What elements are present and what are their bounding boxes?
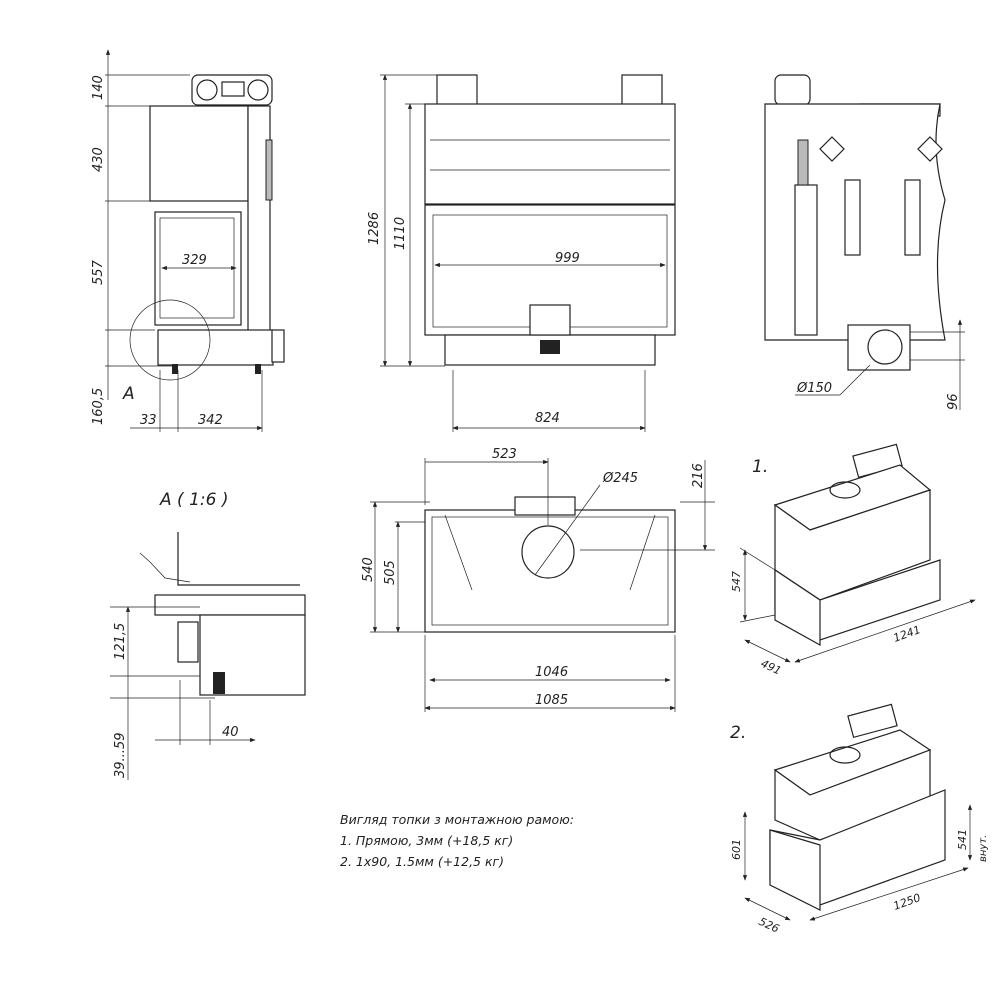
dim-121-5: 121,5	[113, 623, 128, 660]
dim-540: 540	[361, 557, 376, 582]
dim-1110: 1110	[393, 217, 408, 250]
dim-541: 541	[956, 829, 969, 850]
dim-1286: 1286	[367, 212, 382, 245]
right-side-view: Ø150 96	[764, 74, 965, 410]
isometric-view-1: 1. 547 491 1241	[730, 443, 976, 678]
dim-1241: 1241	[892, 623, 923, 645]
dim-1046: 1046	[535, 665, 568, 680]
dim-557: 557	[91, 259, 106, 285]
dim-547: 547	[730, 571, 743, 592]
dim-601: 601	[730, 839, 743, 860]
dim-160-5: 160,5	[91, 388, 106, 425]
top-view: 523 Ø245 216 540 505 1046 1085	[361, 447, 715, 712]
note-line-2: 2. 1х90, 1.5мм (+12,5 кг)	[340, 854, 504, 869]
dim-96: 96	[946, 393, 961, 410]
dim-d245: Ø245	[602, 471, 638, 486]
dim-824: 824	[535, 411, 560, 426]
detail-marker-a: A	[122, 384, 135, 404]
dim-140: 140	[91, 75, 106, 100]
detail-title: A ( 1:6 )	[159, 490, 228, 510]
dim-541-note: внут.	[978, 835, 989, 862]
dim-40: 40	[222, 725, 239, 740]
dim-505: 505	[383, 560, 398, 585]
mounting-frame-note: Вигляд топки з монтажною рамою: 1. Прямо…	[340, 812, 574, 869]
dim-430: 430	[91, 147, 106, 172]
dim-216: 216	[691, 463, 706, 488]
isometric-view-2: 2. 601 526 1250 541 внут.	[730, 703, 989, 936]
dim-523: 523	[492, 447, 517, 462]
iso1-label: 1.	[752, 457, 768, 477]
dim-39-59: 39...59	[113, 733, 128, 778]
dim-342: 342	[198, 413, 223, 428]
dim-1085: 1085	[535, 693, 568, 708]
note-line-1: 1. Прямою, 3мм (+18,5 кг)	[340, 833, 513, 848]
dim-491: 491	[759, 657, 784, 678]
side-view: 140 430 557 160,5 329 33 342 A	[91, 49, 285, 432]
dim-d150: Ø150	[796, 381, 832, 396]
note-title: Вигляд топки з монтажною рамою:	[340, 812, 574, 827]
detail-a-view: A ( 1:6 ) 121,5 39...59 40	[110, 490, 306, 780]
dim-1250: 1250	[892, 891, 923, 913]
dim-33: 33	[140, 413, 157, 428]
dim-526: 526	[757, 915, 782, 936]
iso2-label: 2.	[730, 723, 746, 743]
dim-999: 999	[555, 251, 580, 266]
front-view: 999 1286 1110 824	[367, 74, 676, 432]
dim-329: 329	[182, 253, 207, 268]
